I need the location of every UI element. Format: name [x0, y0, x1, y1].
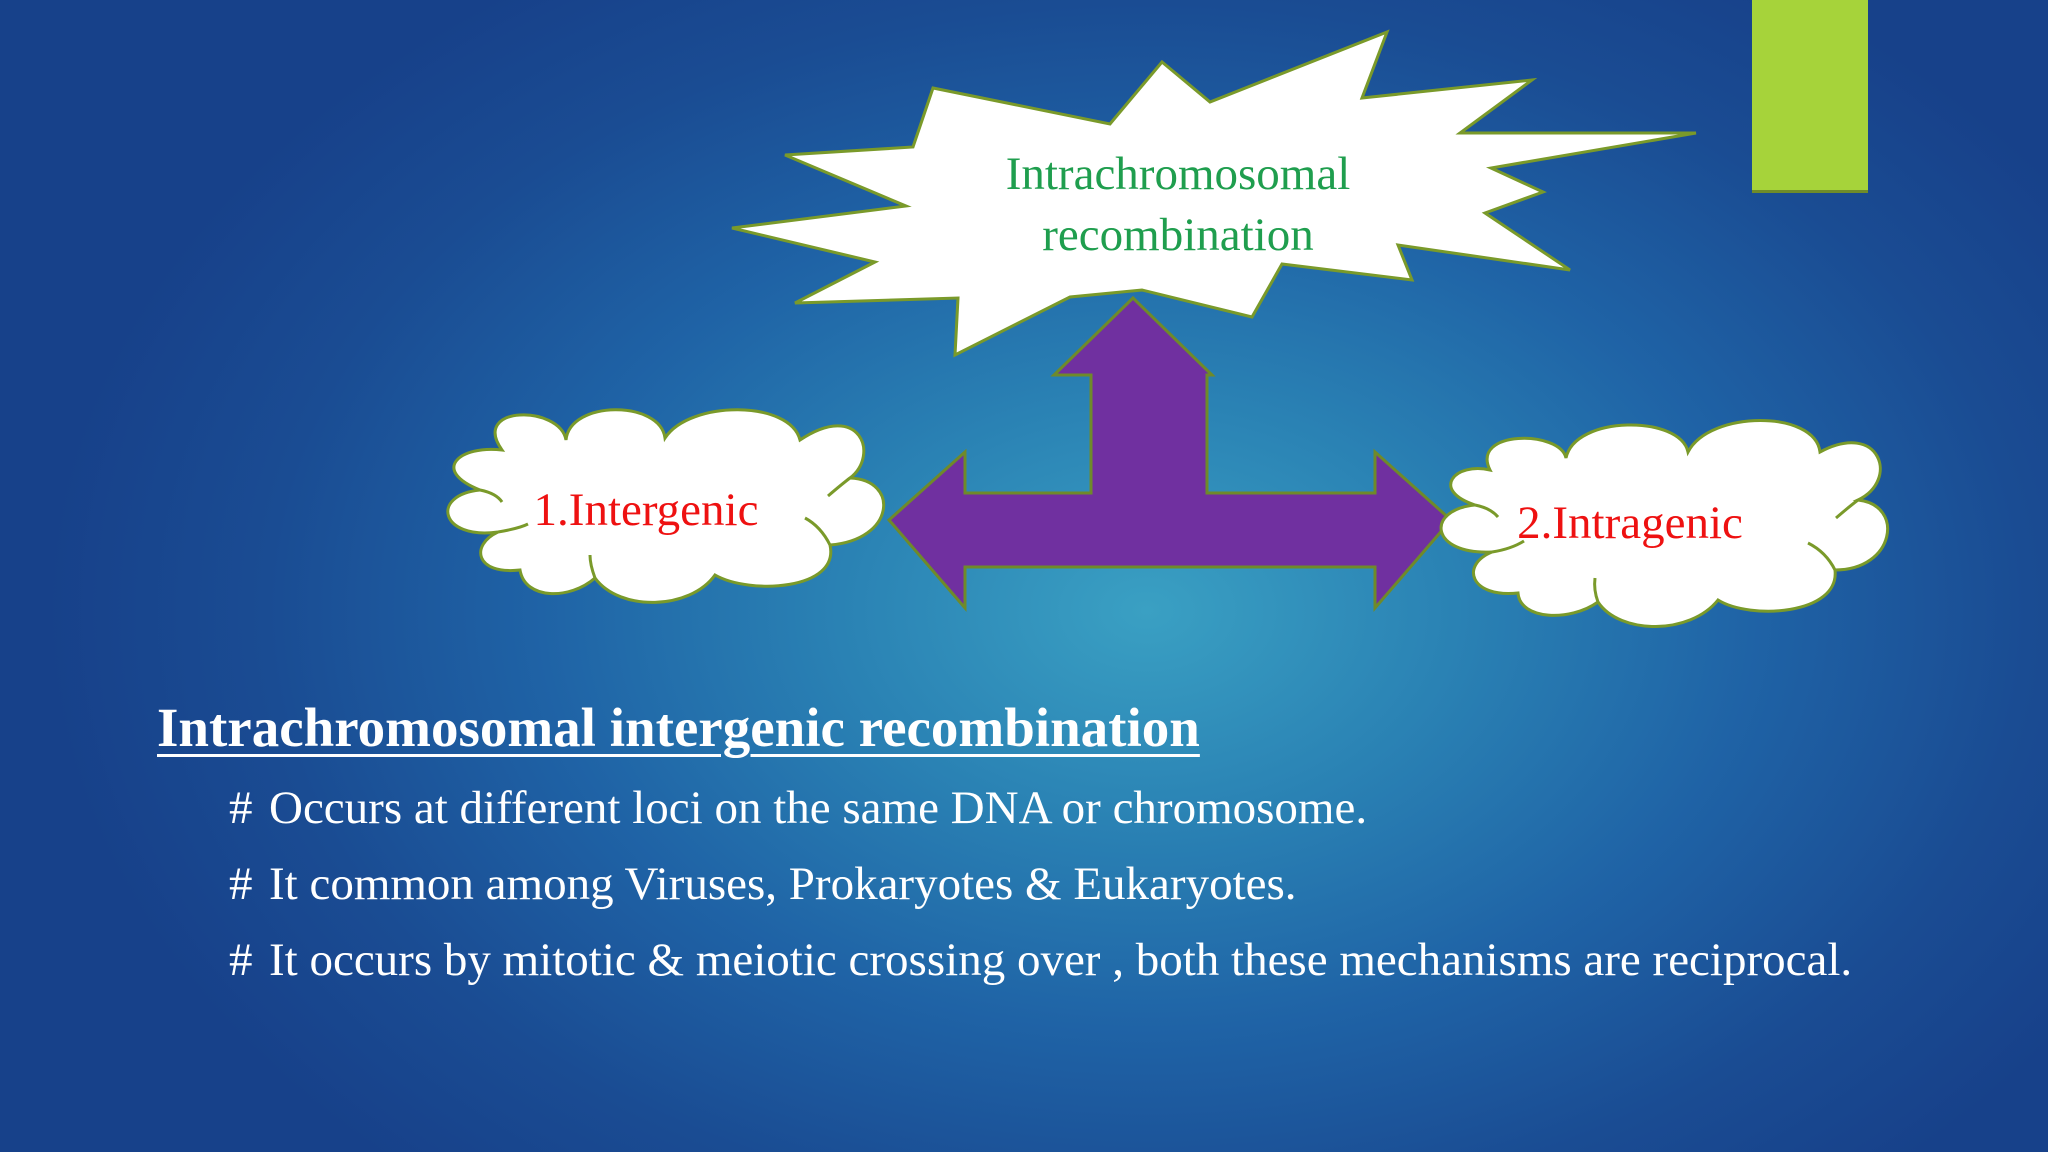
bullet-marker: #: [229, 858, 253, 910]
left-cloud-shape: [446, 408, 886, 604]
bullet-list: # Occurs at different loci on the same DN…: [157, 780, 1977, 988]
right-cloud-shape: [1439, 419, 1890, 628]
bullet-text: It common among Viruses, Prokaryotes & E…: [269, 858, 1297, 910]
bullet-marker: #: [229, 934, 253, 986]
bullet-marker: #: [229, 782, 253, 834]
accent-bar: [1752, 0, 1868, 192]
three-way-arrow: [886, 295, 1454, 613]
top-node-label-line2: recombination: [1042, 209, 1313, 261]
left-node-label: 1.Intergenic: [534, 484, 759, 536]
section-heading: Intrachromosomal intergenic recombinatio…: [157, 697, 1200, 758]
accent-bar-shadow: [1752, 190, 1868, 193]
bullet-item: # It common among Viruses, Prokaryotes & …: [229, 856, 1977, 912]
bullet-item: # It occurs by mitotic & meiotic crossing…: [229, 932, 1977, 988]
body-text: Intrachromosomal intergenic recombinatio…: [157, 692, 1977, 1008]
starburst-shape: [731, 29, 1697, 358]
top-node-label-line1: Intrachromosomal: [1006, 148, 1351, 200]
bullet-text: Occurs at different loci on the same DNA…: [269, 782, 1368, 834]
bullet-text: It occurs by mitotic & meiotic crossing …: [269, 934, 1853, 986]
right-node-label: 2.Intragenic: [1517, 497, 1743, 549]
bullet-item: # Occurs at different loci on the same DN…: [229, 780, 1977, 836]
